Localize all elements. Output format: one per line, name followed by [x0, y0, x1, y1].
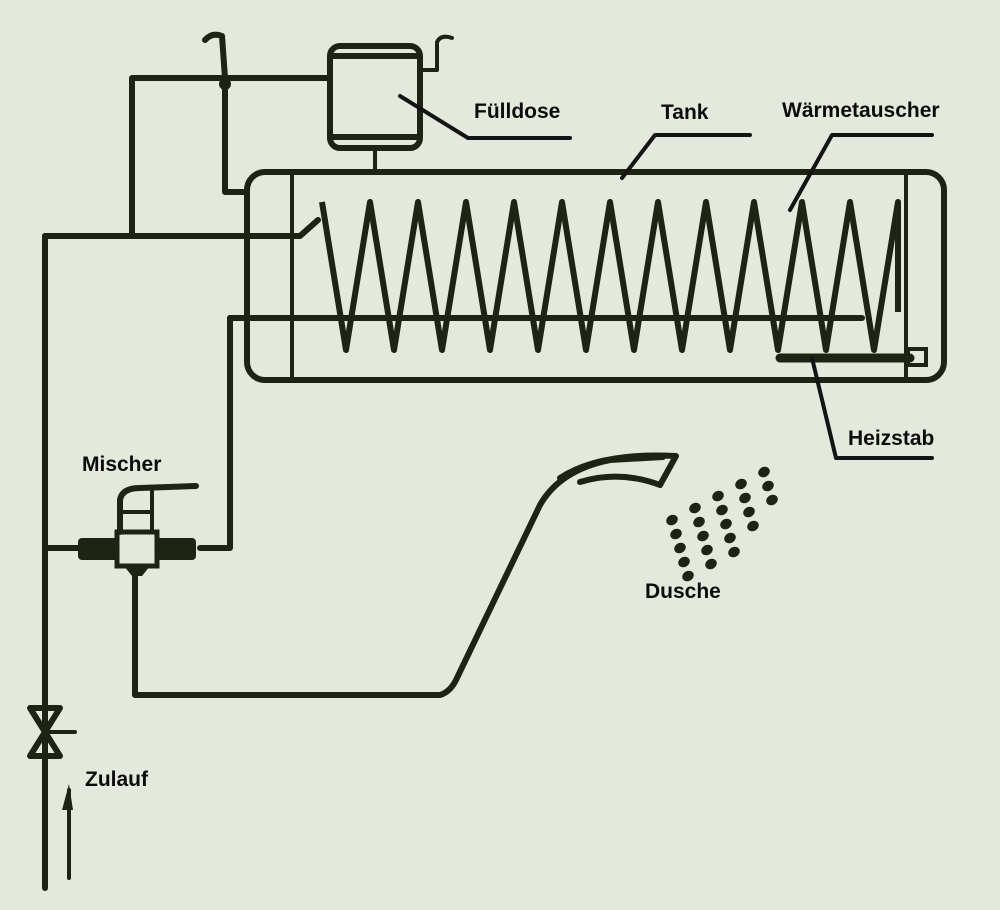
spray-drop [705, 558, 717, 570]
spray-drop [712, 490, 724, 502]
tank [244, 148, 947, 383]
spray-drop [701, 544, 713, 556]
spray-drop [762, 480, 774, 492]
spray-drop [728, 546, 740, 558]
mixer-lever [117, 483, 199, 535]
fill-vessel [327, 34, 454, 151]
spray-drop [747, 520, 759, 532]
heat-exchanger-coil [319, 199, 901, 353]
overflow-pipe [202, 31, 250, 195]
spray-drop [758, 466, 770, 478]
spray-drop [739, 492, 751, 504]
spray-drop [766, 494, 778, 506]
pipe-junction [219, 78, 231, 90]
spray-drop [720, 518, 732, 530]
mixer-valve [78, 483, 199, 576]
spray-drop [666, 514, 678, 526]
inlet-valve-body [27, 705, 63, 759]
mixer-outlet-pipe [132, 454, 666, 698]
shower [557, 452, 778, 582]
label-heizstab: Heizstab [848, 427, 934, 450]
spray-drop [724, 532, 736, 544]
fill-vessel-vent-pipe [418, 34, 454, 72]
leader-lines [398, 94, 934, 460]
label-dusche: Dusche [645, 580, 721, 603]
heat-exchanger-inlet-pipe [42, 217, 321, 239]
heating-rod [775, 347, 928, 367]
spray-drop [678, 556, 690, 568]
mixer-left-fitting [78, 538, 118, 560]
tank-body [244, 169, 947, 383]
shower-head [557, 452, 679, 488]
spray-drop [674, 542, 686, 554]
fill-vessel-feed-pipe [129, 75, 333, 239]
mixer-outlet-nozzle [124, 566, 150, 576]
shower-spray [666, 466, 778, 582]
label-waermetauscher: Wärmetauscher [782, 99, 940, 122]
tank-leader [620, 133, 752, 180]
mixer-right-fitting [156, 538, 196, 560]
fill-vessel-body [327, 43, 423, 151]
label-tank: Tank [661, 101, 709, 124]
hot-water-pipe [197, 315, 250, 551]
fuelldose-leader [398, 94, 572, 140]
spray-drop [716, 504, 728, 516]
labels: Fülldose Tank Wärmetauscher Heizstab Mis… [82, 99, 940, 791]
inlet-valve [27, 705, 77, 880]
pipework [42, 31, 666, 891]
waermetauscher-leader [788, 133, 934, 212]
mixer-body [114, 529, 160, 569]
spray-drop [697, 530, 709, 542]
label-fuelldose: Fülldose [474, 100, 560, 123]
label-zulauf: Zulauf [85, 768, 149, 791]
heizstab-leader [810, 356, 934, 460]
spray-drop [682, 570, 694, 582]
spray-drop [670, 528, 682, 540]
spray-drop [743, 506, 755, 518]
heating-rod-cap [906, 347, 928, 367]
spray-drop [689, 502, 701, 514]
spray-drop [693, 516, 705, 528]
spray-drop [735, 478, 747, 490]
heat-exchanger [42, 199, 901, 353]
label-mischer: Mischer [82, 453, 161, 476]
inlet-flow-arrow-icon [62, 784, 73, 810]
